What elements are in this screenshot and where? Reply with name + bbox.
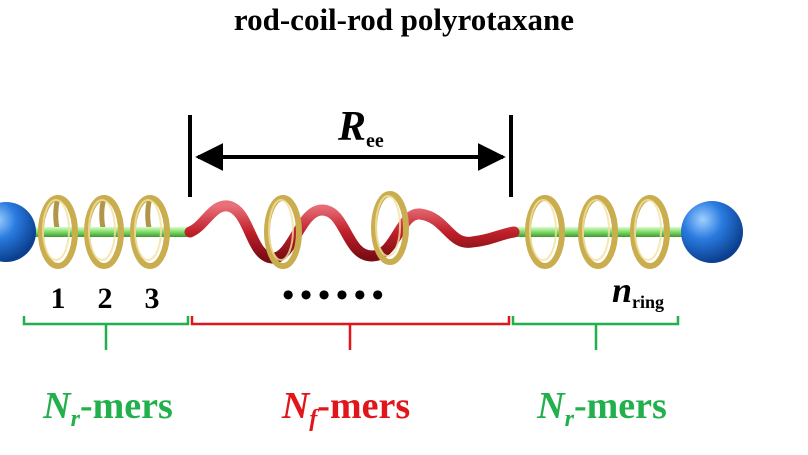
right-segment-label: Nr-mers [536, 385, 667, 432]
left-rod-bracket [22, 316, 190, 350]
ring-coil-2 [371, 191, 409, 265]
ring-number-3: 3 [145, 282, 160, 315]
left-segment-label: Nr-mers [42, 385, 173, 432]
rod-front-segments [44, 227, 648, 237]
right-end-bead [681, 201, 743, 263]
rings [38, 191, 670, 269]
ring-4 [525, 195, 565, 269]
left-end-bead [0, 202, 36, 262]
ring-3 [130, 195, 170, 269]
coil-segment-label: Nf-mers [281, 385, 410, 432]
ring-n [630, 195, 670, 269]
right-rod [511, 227, 697, 237]
ring-coil-1 [264, 195, 302, 269]
n-ring-label: nring [612, 270, 664, 312]
flexible-coil [184, 200, 520, 264]
ree-label: Ree [337, 104, 384, 152]
ring-1 [38, 195, 78, 269]
coil-bracket [190, 316, 511, 350]
ree-dimension: Ree [188, 104, 513, 197]
ring-number-2: 2 [98, 282, 113, 315]
ring-ellipsis: •••••• [282, 277, 389, 314]
ring-5 [578, 195, 618, 269]
diagram-title: rod-coil-rod polyrotaxane [233, 2, 575, 37]
ring-2 [84, 195, 124, 269]
right-rod-bracket [511, 316, 680, 350]
ring-number-1: 1 [51, 282, 66, 315]
left-rod [20, 227, 194, 237]
